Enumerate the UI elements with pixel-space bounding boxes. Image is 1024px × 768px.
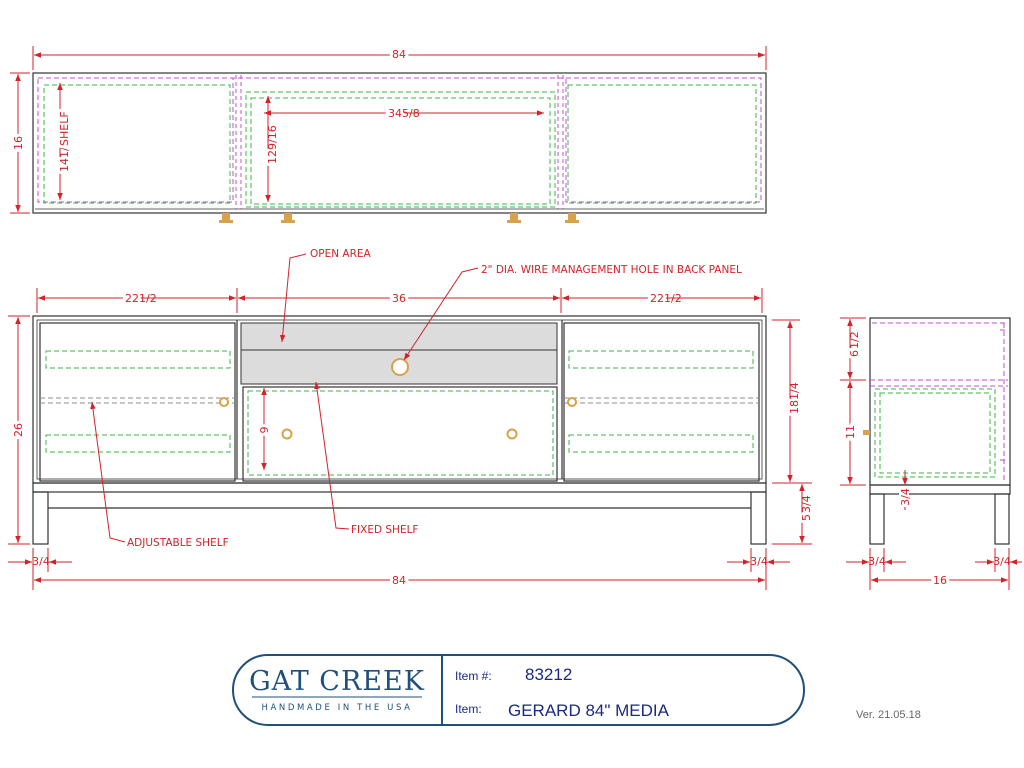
- top-opening-depth-label: 12 9/16: [263, 125, 282, 167]
- front-right-section-frac: 1/2: [664, 292, 682, 305]
- front-view-hidden-shelf: [40, 397, 759, 404]
- front-right-section-label: 22 1/2: [647, 289, 682, 308]
- front-leg-height-frac: 3/4: [800, 495, 813, 513]
- top-shelf-depth-label: 14 1/2 SHELF: [55, 108, 74, 175]
- top-shelf-depth-text: SHELF: [58, 111, 71, 146]
- front-view-leaders: [90, 253, 479, 543]
- side-leg-left-label: 3/4: [868, 555, 886, 568]
- title-block-frame: [232, 654, 805, 726]
- drawer-left-knob-icon: [281, 428, 293, 440]
- top-opening-width-frac: 5/8: [402, 107, 420, 120]
- top-view: 84 16 14 1/2 SHELF 34 5/8 12 9/16: [9, 45, 767, 223]
- item-number-value: 83212: [525, 665, 572, 684]
- side-view-outline: [869, 317, 1011, 545]
- front-right-section-whole: 22: [650, 292, 664, 305]
- front-view: 22 1/2 36 22 1/2 26 9 18 1/4 5 3/4 3/4 3…: [8, 248, 816, 590]
- front-case-height-whole: 18: [788, 400, 801, 414]
- wire-hole-icon: [391, 358, 409, 376]
- right-door-knob-icon: [567, 397, 577, 407]
- front-view-dimensions: [8, 288, 812, 590]
- front-case-height-label: 18 1/4: [785, 382, 804, 417]
- top-view-outline: [32, 72, 767, 214]
- item-number-label: Item #:: [455, 669, 492, 683]
- side-upper-height-label: 6 1/2: [845, 331, 864, 360]
- top-depth-label: 16: [12, 136, 25, 150]
- front-leg-left-label: 3/4: [32, 555, 50, 568]
- side-view-dimensions: [840, 317, 1022, 590]
- item-name-label: Item:: [455, 702, 482, 716]
- side-upper-height-whole: 6: [848, 350, 861, 357]
- brand-tagline: HANDMADE IN THE USA: [261, 703, 412, 713]
- side-shelf-thickness-label: 3/4: [899, 488, 912, 506]
- top-view-hidden-panels: [37, 77, 762, 203]
- side-view-hidden-panels: [870, 322, 1008, 480]
- left-door-knob-icon: [219, 397, 229, 407]
- front-view-shelves: [45, 350, 754, 476]
- open-area-note: OPEN AREA: [310, 248, 372, 260]
- adjustable-shelf-note: ADJUSTABLE SHELF: [127, 537, 229, 549]
- side-view: 6 1/2 11 3/4 3/4 3/4 16: [840, 317, 1022, 590]
- version-label: Ver. 21.05.18: [856, 709, 921, 721]
- side-depth-label: 16: [933, 574, 947, 587]
- side-leg-right-label: 3/4: [993, 555, 1011, 568]
- front-overall-width-label: 84: [392, 574, 406, 587]
- top-opening-width-whole: 34: [388, 107, 402, 120]
- front-height-label: 26: [12, 423, 25, 437]
- top-overall-width-label: 84: [392, 48, 406, 61]
- wire-hole-note: 2" DIA. WIRE MANAGEMENT HOLE IN BACK PAN…: [481, 264, 742, 276]
- front-left-section-whole: 22: [125, 292, 139, 305]
- front-center-section-label: 36: [392, 292, 406, 305]
- fixed-shelf-note: FIXED SHELF: [351, 524, 418, 536]
- front-view-hardware: [219, 358, 577, 440]
- side-lower-height-label: 11: [844, 425, 857, 439]
- front-view-outline: [32, 315, 767, 545]
- front-leg-height-whole: 5: [800, 514, 813, 521]
- item-name-value: GERARD 84" MEDIA: [508, 701, 670, 720]
- front-left-section-frac: 1/2: [139, 292, 157, 305]
- front-case-height-frac: 1/4: [788, 382, 801, 400]
- brand-logo: GAT CREEK: [249, 666, 425, 697]
- front-leg-height-label: 5 3/4: [797, 495, 816, 524]
- title-block: GAT CREEK HANDMADE IN THE USA Item #: 83…: [232, 654, 805, 726]
- side-view-shelves: [874, 388, 996, 478]
- top-view-shelves: [43, 84, 757, 208]
- side-view-knob-icon: [863, 430, 870, 435]
- top-shelf-depth-frac: 1/2: [58, 140, 71, 158]
- top-opening-depth-whole: 12: [266, 150, 279, 164]
- top-view-hardware: [219, 213, 579, 223]
- drawer-right-knob-icon: [506, 428, 518, 440]
- front-left-section-label: 22 1/2: [122, 289, 157, 308]
- top-opening-depth-frac: 9/16: [266, 125, 279, 150]
- front-drawer-height-label: 9: [258, 427, 271, 434]
- front-leg-right-label: 3/4: [750, 555, 768, 568]
- side-upper-height-frac: 1/2: [848, 331, 861, 349]
- top-shelf-depth-whole: 14: [58, 158, 71, 172]
- top-opening-width-label: 34 5/8: [385, 104, 420, 123]
- top-view-dimensions: [10, 46, 767, 214]
